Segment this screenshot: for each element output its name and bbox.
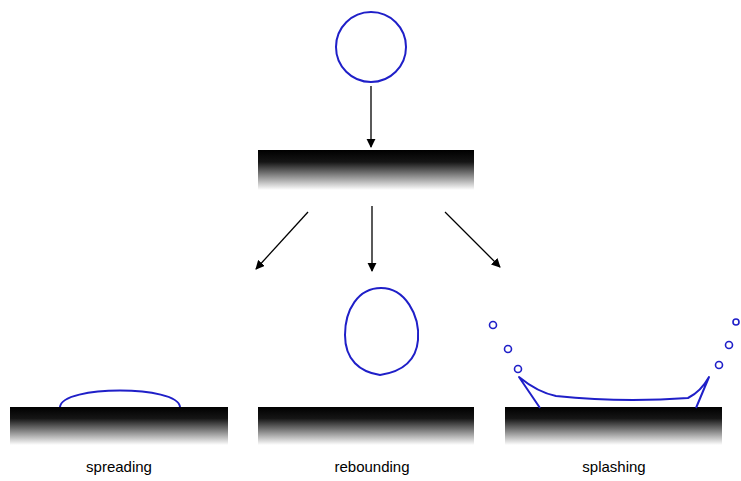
surface-plate — [10, 407, 228, 445]
splash-droplet — [726, 342, 733, 349]
splash-droplet — [490, 322, 497, 329]
rebound-drop — [345, 288, 418, 375]
spread-drop — [60, 391, 180, 408]
splash-droplets — [490, 319, 740, 373]
splash-crown — [519, 377, 709, 408]
outcome-label: splashing — [582, 458, 645, 476]
splash-droplet — [505, 346, 512, 353]
impact-arrow — [370, 86, 371, 147]
falling-drop — [336, 12, 406, 82]
surface-plate — [505, 407, 722, 445]
surface-plate — [258, 150, 474, 190]
outcome-arrow — [371, 206, 372, 271]
outcome-label: spreading — [86, 458, 152, 476]
outcome-arrow — [445, 212, 500, 267]
splash-droplet — [515, 366, 522, 373]
surface-plate — [258, 407, 474, 445]
outcome-label: rebounding — [334, 458, 409, 476]
outcome-arrow — [256, 212, 308, 269]
splash-droplet — [733, 319, 739, 325]
splash-droplet — [716, 362, 723, 369]
